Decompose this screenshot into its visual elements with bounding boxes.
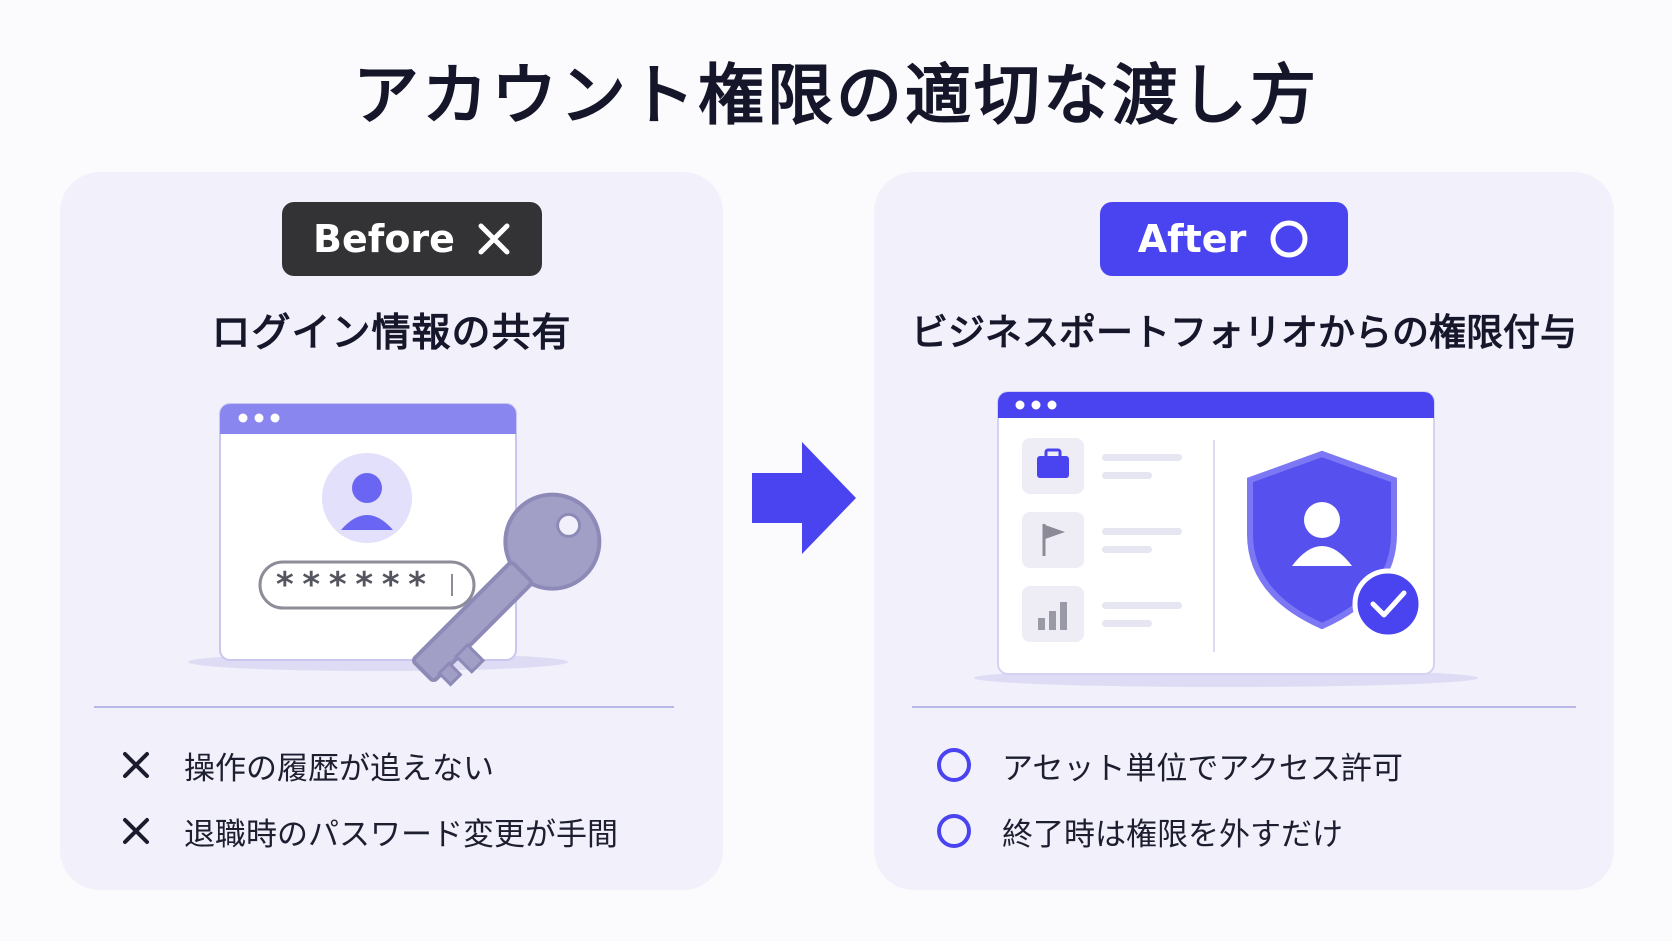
circle-icon	[934, 811, 974, 851]
after-points: アセット単位でアクセス許可 終了時は権限を外すだけ	[934, 732, 1403, 864]
password-field: ******	[258, 560, 476, 610]
after-panel: After ビジネスポートフォリオからの権限付与	[874, 172, 1614, 890]
cross-icon	[116, 811, 156, 851]
after-divider	[912, 706, 1576, 708]
shield-icon	[1247, 450, 1397, 630]
list-item: 操作の履歴が追えない	[116, 732, 618, 798]
point-text: アセット単位でアクセス許可	[1002, 750, 1403, 787]
point-text: 退職時のパスワード変更が手間	[184, 816, 618, 853]
after-heading: ビジネスポートフォリオからの権限付与	[911, 311, 1577, 354]
cross-icon	[477, 222, 511, 256]
login-sharing-illustration: ******	[188, 403, 602, 687]
circle-icon	[1268, 218, 1310, 260]
point-text: 終了時は権限を外すだけ	[1002, 816, 1343, 853]
list-item: 退職時のパスワード変更が手間	[116, 798, 618, 864]
after-badge: After	[1100, 202, 1348, 276]
bar-chart-icon	[1022, 586, 1084, 642]
before-badge-label: Before	[313, 217, 455, 261]
before-points: 操作の履歴が追えない 退職時のパスワード変更が手間	[116, 732, 618, 864]
list-item: 終了時は権限を外すだけ	[934, 798, 1403, 864]
flag-icon	[1022, 512, 1084, 568]
arrow-right-icon	[752, 442, 856, 554]
before-panel: Before ログイン情報の共有 ******	[60, 172, 723, 890]
asset-list	[1022, 438, 1182, 642]
before-badge: Before	[282, 202, 542, 276]
point-text: 操作の履歴が追えない	[184, 750, 494, 787]
page-title: アカウント権限の適切な渡し方	[353, 57, 1319, 134]
after-badge-label: After	[1137, 217, 1247, 261]
business-portfolio-illustration	[974, 391, 1478, 687]
user-avatar-icon	[322, 453, 412, 543]
cross-icon	[116, 745, 156, 785]
before-heading: ログイン情報の共有	[211, 311, 572, 356]
key-icon	[412, 492, 602, 687]
password-mask: ******	[275, 565, 434, 605]
list-item: アセット単位でアクセス許可	[934, 732, 1403, 798]
before-divider	[94, 706, 674, 708]
circle-icon	[934, 745, 974, 785]
briefcase-icon	[1022, 438, 1084, 494]
check-badge-icon	[1352, 568, 1424, 640]
